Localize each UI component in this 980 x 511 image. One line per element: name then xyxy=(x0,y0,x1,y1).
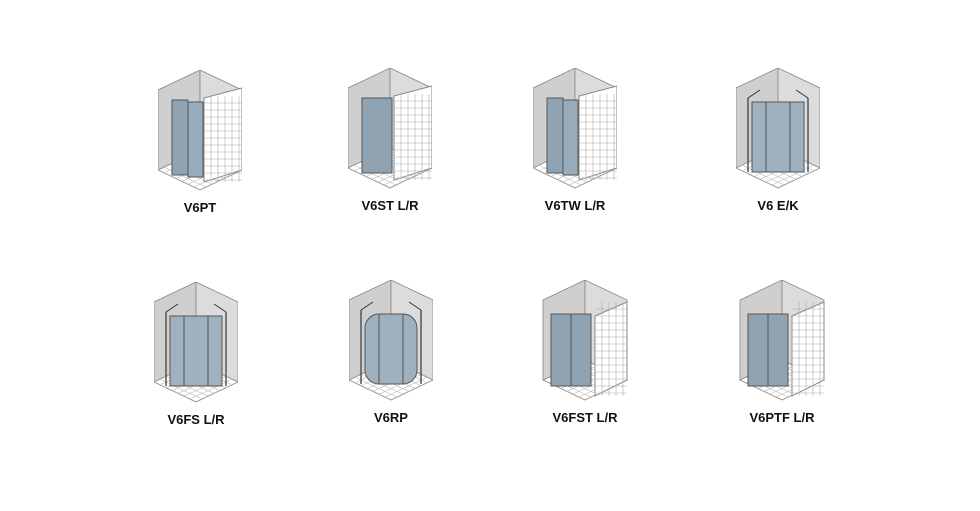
product-label: V6FS L/R xyxy=(167,412,225,427)
product-item[interactable]: V6FST L/R xyxy=(505,280,665,425)
product-label: V6ST L/R xyxy=(361,198,419,213)
shower-illustration-icon xyxy=(505,280,665,402)
product-label: V6FST L/R xyxy=(552,410,618,425)
shower-illustration-icon xyxy=(310,68,470,190)
product-label: V6TW L/R xyxy=(544,198,606,213)
product-label: V6RP xyxy=(374,410,408,425)
product-label: V6PT xyxy=(183,200,217,215)
product-item[interactable]: V6FS L/R xyxy=(116,282,276,427)
product-item[interactable]: V6ST L/R xyxy=(310,68,470,213)
shower-illustration-icon xyxy=(702,280,862,402)
product-item[interactable]: V6RP xyxy=(311,280,471,425)
shower-illustration-icon xyxy=(495,68,655,190)
product-label: V6 E/K xyxy=(757,198,799,213)
shower-illustration-icon xyxy=(120,70,280,192)
product-item[interactable]: V6 E/K xyxy=(698,68,858,213)
shower-illustration-icon xyxy=(116,282,276,404)
product-label: V6PTF L/R xyxy=(749,410,815,425)
shower-illustration-icon xyxy=(698,68,858,190)
product-item[interactable]: V6PT xyxy=(120,70,280,215)
product-item[interactable]: V6TW L/R xyxy=(495,68,655,213)
shower-illustration-icon xyxy=(311,280,471,402)
product-item[interactable]: V6PTF L/R xyxy=(702,280,862,425)
